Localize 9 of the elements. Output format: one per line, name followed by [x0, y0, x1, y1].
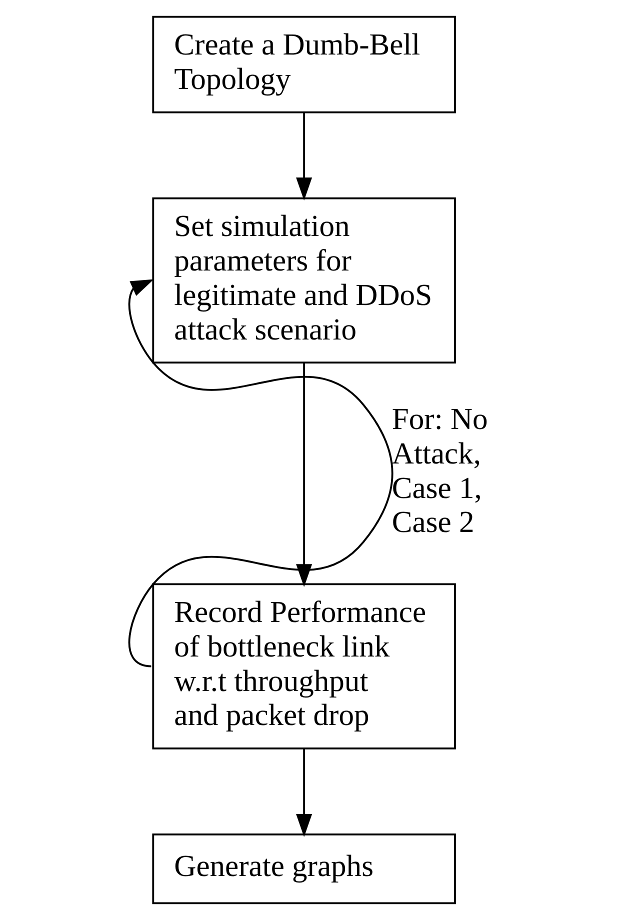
edge-label: For: No Attack, Case 1, Case 2 — [391, 402, 488, 540]
arrow — [296, 748, 312, 837]
node-box: Record Performance of bottleneck link w.r.t throughput and packet drop — [152, 583, 456, 750]
arrow — [296, 363, 312, 588]
node-box: Set simulation parameters for legitimate and DDoS attack scenario — [152, 197, 456, 364]
arrow — [128, 279, 393, 668]
arrow — [296, 112, 312, 200]
node-box: Create a Dumb-Bell Topology — [152, 16, 456, 114]
node-box: Generate graphs — [152, 833, 456, 904]
